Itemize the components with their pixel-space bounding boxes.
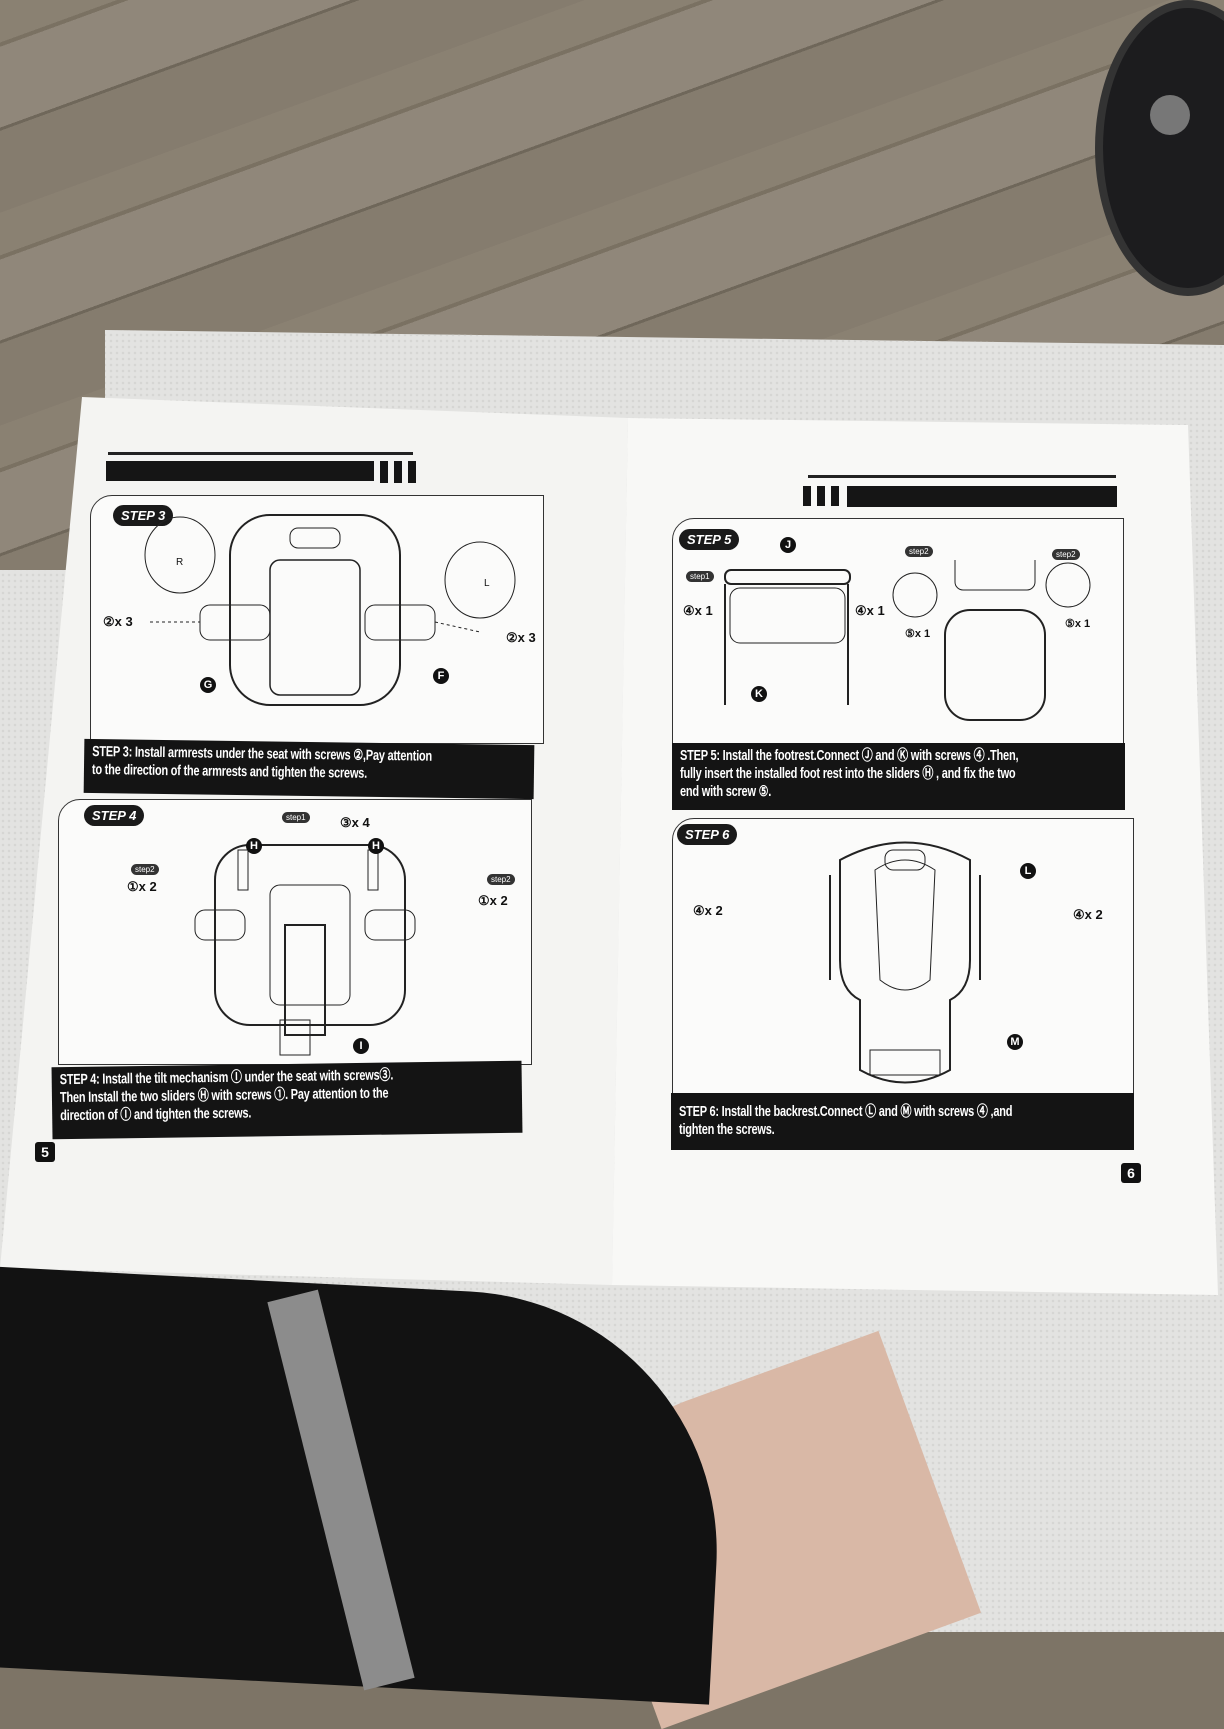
step4-badge: STEP 4 bbox=[84, 805, 145, 826]
step6-diagram-box bbox=[672, 818, 1134, 1094]
step3-badge: STEP 3 bbox=[113, 505, 174, 526]
step4-caption: STEP 4: Install the tilt mechanism Ⓘ und… bbox=[51, 1060, 523, 1140]
seat-armrest-diagram bbox=[144, 514, 516, 706]
wheel-hub bbox=[1150, 95, 1190, 135]
header-rule bbox=[108, 452, 413, 455]
header-tick bbox=[817, 486, 825, 506]
step5-screw5-label-b: ⑤x 1 bbox=[1065, 618, 1091, 630]
page-number-left: 5 bbox=[35, 1142, 55, 1162]
step5-diagram-box bbox=[672, 518, 1124, 744]
step4-screws-top-label: ③x 4 bbox=[340, 815, 370, 830]
part-h-right-marker: H bbox=[368, 838, 384, 854]
step5-badge: STEP 5 bbox=[679, 529, 740, 550]
step5-step2-tag-b: step2 bbox=[1052, 549, 1080, 560]
armrest-r-label: R bbox=[176, 557, 184, 568]
armrest-l-label: L bbox=[484, 578, 490, 589]
header-tick bbox=[831, 486, 839, 506]
part-l-marker: L bbox=[1020, 863, 1036, 879]
step6-caption-line1: STEP 6: Install the backrest.Connect Ⓛ a… bbox=[679, 1104, 1013, 1120]
step3-caption-line2: to the direction of the armrests and tig… bbox=[91, 761, 368, 782]
step4-step2-right-tag: step2 bbox=[487, 874, 515, 885]
step5-caption-line3: end with screw ⑤. bbox=[680, 784, 772, 800]
step5-caption-line1: STEP 5: Install the footrest.Connect Ⓙ a… bbox=[680, 748, 1019, 764]
footrest-diagram bbox=[724, 560, 1091, 721]
header-band-right bbox=[847, 486, 1117, 507]
part-i-marker: I bbox=[353, 1038, 369, 1054]
step5-screw5-label-a: ⑤x 1 bbox=[905, 628, 931, 640]
backrest-diagram bbox=[829, 841, 981, 1084]
tilt-mechanism-diagram bbox=[194, 844, 416, 1056]
step6-badge: STEP 6 bbox=[677, 824, 738, 845]
step5-screws-left-label: ④x 1 bbox=[683, 603, 713, 618]
step5-screws-right-label: ④x 1 bbox=[855, 603, 885, 618]
header-tick bbox=[408, 461, 416, 483]
part-m-marker: M bbox=[1007, 1034, 1023, 1050]
step4-screws-left-label: ①x 2 bbox=[127, 879, 157, 894]
part-j-marker: J bbox=[780, 537, 796, 553]
step6-caption-line2: tighten the screws. bbox=[679, 1122, 775, 1138]
step3-screws-left-label: ②x 3 bbox=[103, 614, 133, 629]
step5-caption: STEP 5: Install the footrest.Connect Ⓙ a… bbox=[672, 743, 1125, 810]
header-tick bbox=[394, 461, 402, 483]
step4-step2-left-tag: step2 bbox=[131, 864, 159, 875]
header-rule-right bbox=[808, 475, 1116, 478]
header-tick bbox=[803, 486, 811, 506]
step4-step1-tag: step1 bbox=[282, 812, 310, 823]
header-tick bbox=[380, 461, 388, 483]
step6-screws-left-label: ④x 2 bbox=[693, 903, 723, 918]
part-g-marker: G bbox=[200, 677, 216, 693]
part-h-left-marker: H bbox=[246, 838, 262, 854]
step3-screws-right-label: ②x 3 bbox=[506, 630, 536, 645]
step5-caption-line2: fully insert the installed foot rest int… bbox=[680, 766, 1016, 782]
page-number-right: 6 bbox=[1121, 1163, 1141, 1183]
step4-caption-line2: Then Install the two sliders Ⓗ with scre… bbox=[59, 1085, 389, 1107]
step4-diagram-box bbox=[58, 799, 532, 1065]
step4-screws-right-label: ①x 2 bbox=[478, 893, 508, 908]
step5-step1-tag: step1 bbox=[686, 571, 714, 582]
step6-screws-right-label: ④x 2 bbox=[1073, 907, 1103, 922]
step3-caption: STEP 3: Install armrests under the seat … bbox=[83, 738, 535, 800]
part-f-marker: F bbox=[433, 668, 449, 684]
header-band bbox=[106, 461, 374, 481]
step5-step2-tag-a: step2 bbox=[905, 546, 933, 557]
step4-caption-line3: direction of Ⓘ and tighten the screws. bbox=[60, 1105, 252, 1125]
part-k-marker: K bbox=[751, 686, 767, 702]
step6-caption: STEP 6: Install the backrest.Connect Ⓛ a… bbox=[671, 1093, 1134, 1150]
